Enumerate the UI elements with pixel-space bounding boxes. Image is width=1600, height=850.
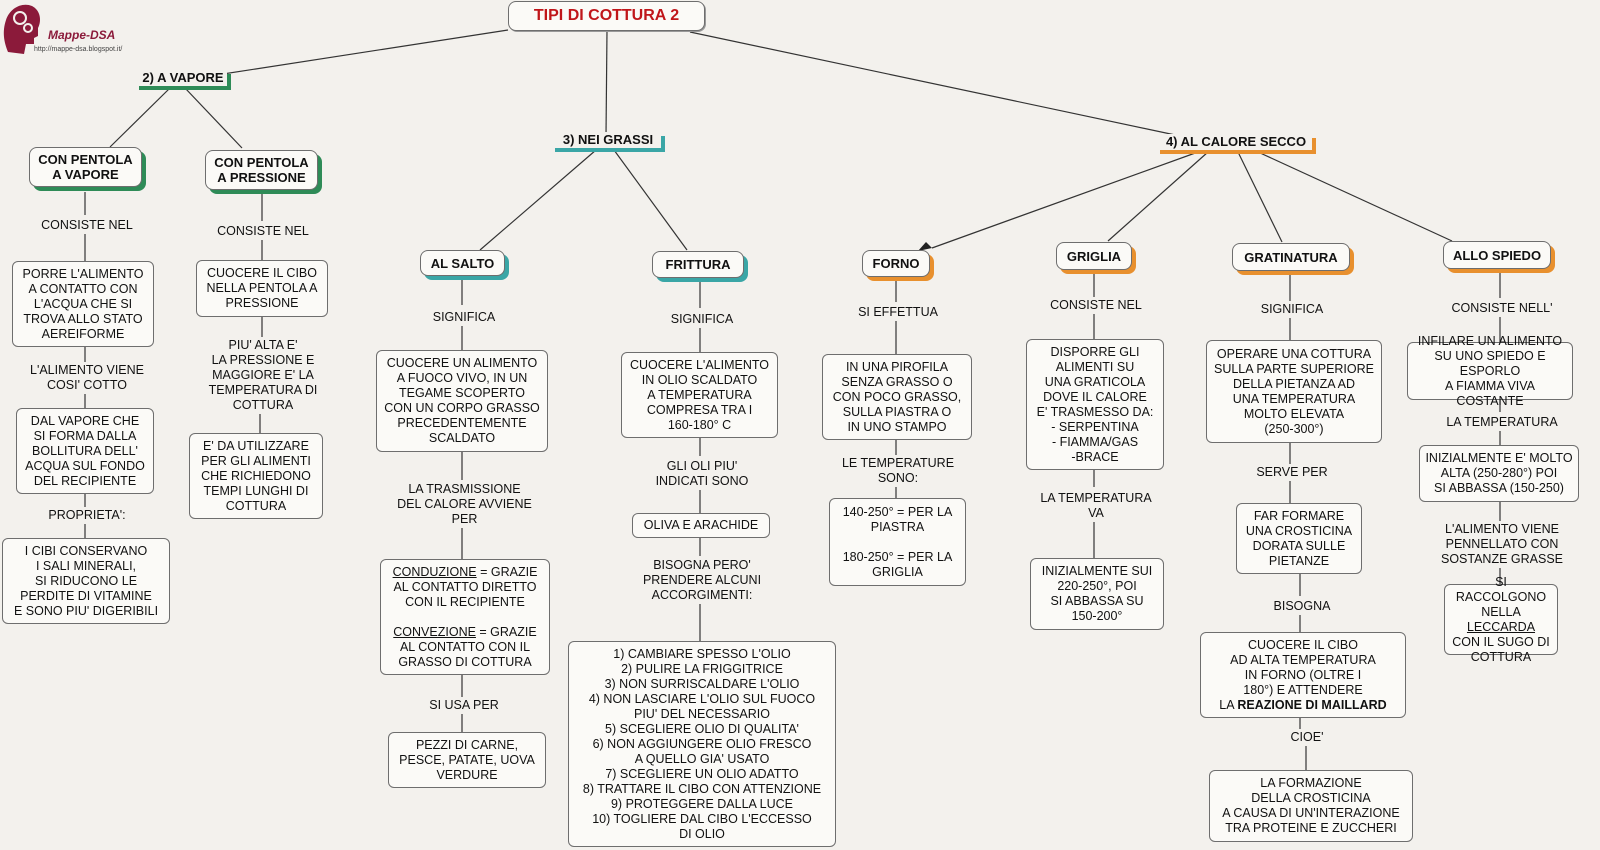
box-graticola: DISPORRE GLI ALIMENTI SU UNA GRATICOLA D… — [1026, 339, 1164, 470]
node-gratinatura: GRATINATURA — [1232, 243, 1350, 271]
link-si-usa-per: SI USA PER — [407, 697, 521, 714]
box-temperature-forno: 140-250° = PER LA PIASTRA 180-250° = PER… — [829, 498, 966, 586]
box-oliva-arachide: OLIVA E ARACHIDE — [632, 513, 770, 538]
term-leccarda: LECCARDA — [1466, 619, 1536, 634]
link-significa-2: SIGNIFICA — [645, 311, 759, 328]
header-a-vapore: 2) A VAPORE — [139, 70, 231, 90]
link-pressione-temperatura: PIU' ALTA E' LA PRESSIONE E MAGGIORE E' … — [196, 337, 330, 414]
link-consiste-nel-3: CONSISTE NEL — [1039, 297, 1153, 314]
link-la-temperatura: LA TEMPERATURA — [1440, 414, 1564, 431]
logo: Mappe-DSA http://mappe-dsa.blogspot.it/ — [2, 2, 132, 58]
logo-url: http://mappe-dsa.blogspot.it/ — [34, 46, 123, 53]
box-accorgimenti-list: 1) CAMBIARE SPESSO L'OLIO 2) PULIRE LA F… — [568, 641, 836, 847]
box-cuocere-fuoco-vivo: CUOCERE UN ALIMENTO A FUOCO VIVO, IN UN … — [376, 350, 548, 452]
box-conduzione-convezione: CONDUZIONE = GRAZIE AL CONTATTO DIRETTO … — [380, 559, 550, 675]
link-temperature-sono: LE TEMPERATURE SONO: — [831, 455, 965, 487]
box-proprieta: I CIBI CONSERVANO I SALI MINERALI, SI RI… — [2, 538, 170, 624]
header-al-calore-secco: 4) AL CALORE SECCO — [1160, 134, 1316, 154]
header-nei-grassi: 3) NEI GRASSI — [555, 132, 665, 152]
box-vapore-bollitura: DAL VAPORE CHE SI FORMA DALLA BOLLITURA … — [16, 408, 154, 494]
box-infilare-spiedo: INFILARE UN ALIMENTO SU UNO SPIEDO E ESP… — [1407, 334, 1573, 408]
box-temperatura-griglia: INIZIALMENTE SUI 220-250°, POI SI ABBASS… — [1030, 558, 1164, 630]
box-porre-alimento: PORRE L'ALIMENTO A CONTATTO CON L'ACQUA … — [12, 261, 154, 347]
link-proprieta: PROPRIETA': — [30, 507, 144, 524]
box-reazione-maillard: CUOCERE IL CIBO AD ALTA TEMPERATURA IN F… — [1200, 632, 1406, 718]
link-alimento-cotto: L'ALIMENTO VIENE COSI' COTTO — [15, 362, 159, 394]
link-trasmissione-calore: LA TRASMISSIONE DEL CALORE AVVIENE PER — [380, 481, 549, 528]
leccarda-pre: SI RACCOLGONO NELLA — [1455, 574, 1547, 619]
node-al-salto: AL SALTO — [420, 250, 505, 276]
maillard-term: REAZIONE DI MAILLARD — [1237, 697, 1387, 712]
link-consiste-nel-2: CONSISTE NEL — [206, 223, 320, 240]
convezione-text: = GRAZIE AL CONTATTO CON IL GRASSO DI CO… — [398, 624, 537, 669]
link-pennellato: L'ALIMENTO VIENE PENNELLATO CON SOSTANZE… — [1435, 521, 1569, 568]
conduzione-text: = GRAZIE AL CONTATTO DIRETTO CON IL RECI… — [393, 564, 538, 609]
box-tempi-lunghi: E' DA UTILIZZARE PER GLI ALIMENTI CHE RI… — [189, 433, 323, 519]
link-consiste-nell: CONSISTE NELL' — [1435, 300, 1569, 317]
node-frittura: FRITTURA — [652, 251, 744, 278]
link-temperatura-va: LA TEMPERATURA VA — [1029, 490, 1163, 522]
box-cuocere-pressione: CUOCERE IL CIBO NELLA PENTOLA A PRESSION… — [196, 260, 328, 317]
link-oli-indicati: GLI OLI PIU' INDICATI SONO — [630, 458, 774, 490]
box-leccarda: SI RACCOLGONO NELLA LECCARDA CON IL SUGO… — [1444, 575, 1558, 661]
box-crosticina-dorata: FAR FORMARE UNA CROSTICINA DORATA SULLE … — [1236, 503, 1362, 574]
node-forno: FORNO — [862, 250, 930, 277]
logo-name: Mappe-DSA — [48, 28, 116, 42]
node-griglia: GRIGLIA — [1056, 242, 1132, 270]
box-formazione-crosticina: LA FORMAZIONE DELLA CROSTICINA A CAUSA D… — [1209, 770, 1413, 842]
link-consiste-nel: CONSISTE NEL — [30, 217, 144, 234]
link-accorgimenti: BISOGNA PERO' PRENDERE ALCUNI ACCORGIMEN… — [625, 557, 779, 604]
link-serve-per: SERVE PER — [1240, 464, 1344, 481]
leccarda-post: CON IL SUGO DI COTTURA — [1452, 634, 1550, 664]
term-convezione: CONVEZIONE — [393, 624, 476, 639]
link-significa-3: SIGNIFICA — [1235, 301, 1349, 318]
node-pentola-pressione: CON PENTOLA A PRESSIONE — [205, 150, 318, 190]
link-si-effettua: SI EFFETTUA — [841, 304, 955, 321]
node-allo-spiedo: ALLO SPIEDO — [1443, 241, 1551, 269]
box-operare-cottura: OPERARE UNA COTTURA SULLA PARTE SUPERIOR… — [1206, 340, 1382, 443]
head-gears-icon — [3, 4, 40, 54]
node-pentola-vapore: CON PENTOLA A VAPORE — [29, 147, 142, 187]
link-cioe: CIOE' — [1270, 729, 1344, 746]
link-bisogna: BISOGNA — [1250, 598, 1354, 615]
maillard-text: CUOCERE IL CIBO AD ALTA TEMPERATURA IN F… — [1219, 637, 1376, 712]
box-temperatura-spiedo: INIZIALMENTE E' MOLTO ALTA (250-280°) PO… — [1419, 445, 1579, 502]
link-significa: SIGNIFICA — [407, 309, 521, 326]
term-conduzione: CONDUZIONE — [392, 564, 477, 579]
box-pezzi-carne: PEZZI DI CARNE, PESCE, PATATE, UOVA VERD… — [388, 732, 546, 788]
box-cuocere-olio: CUOCERE L'ALIMENTO IN OLIO SCALDATO A TE… — [621, 352, 778, 438]
box-pirofila: IN UNA PIROFILA SENZA GRASSO O CON POCO … — [822, 354, 972, 440]
map-title: TIPI DI COTTURA 2 — [508, 1, 705, 31]
